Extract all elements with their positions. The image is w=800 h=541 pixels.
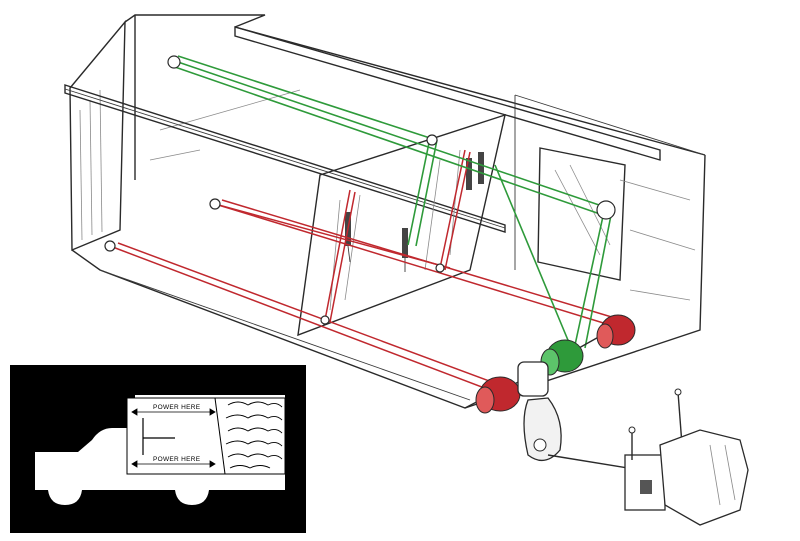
spring-right	[466, 152, 484, 190]
pulley-partition-low-icon	[320, 315, 330, 325]
power-takeoff	[547, 388, 749, 526]
chain-case-icon	[523, 397, 562, 462]
power-here-top-label: POWER HERE	[153, 404, 201, 411]
power-here-bottom-label: POWER HERE	[153, 456, 201, 463]
red-drum-front-icon	[475, 376, 521, 414]
pulley-top-left-icon	[167, 55, 181, 69]
red-drive-cables	[109, 149, 616, 393]
double-arrow-icon	[131, 408, 216, 468]
red-drum-rear-icon	[596, 314, 636, 349]
truck-body-frame	[69, 14, 706, 409]
pulley-right-upper-icon	[596, 200, 616, 220]
top-rails	[64, 26, 661, 233]
pulley-partition-mid-icon	[435, 263, 445, 273]
drive-shaft-assembly	[475, 314, 636, 462]
pulleys	[104, 55, 616, 325]
transmission-housing-icon	[659, 429, 749, 526]
cargo-load	[225, 401, 283, 469]
pulley-center-icon	[426, 134, 438, 146]
green-drive-cables	[171, 55, 613, 349]
inset-truck-panel: POWER HERE POWER HERE	[10, 365, 306, 533]
spring-middle	[402, 228, 408, 272]
pulley-floor-mid-icon	[209, 198, 221, 210]
gearbox-icon	[517, 361, 549, 397]
pulley-floor-left-icon	[104, 240, 116, 252]
